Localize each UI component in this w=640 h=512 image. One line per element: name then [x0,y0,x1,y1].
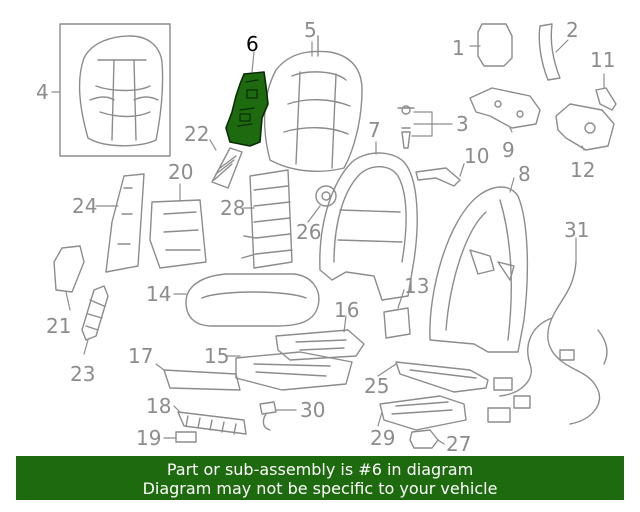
part-7-seatback-frame[interactable] [319,152,418,301]
callout-16: 16 [334,298,360,322]
part-23-mesh-panel[interactable] [81,285,109,341]
callout-22: 22 [184,122,210,146]
part-5-seatback-pad[interactable] [263,35,363,172]
callout-4: 4 [36,80,49,104]
callout-7: 7 [368,118,381,142]
part-29-rail[interactable] [379,395,467,431]
callout-26: 26 [296,220,322,244]
part-1-disc[interactable] [477,23,513,67]
part-25-track[interactable] [395,361,489,393]
callout-25: 25 [364,374,390,398]
callout-6: 6 [246,32,259,56]
part-4-seatback-cover[interactable] [59,23,171,157]
part-17-trim-panel[interactable] [163,369,241,391]
part-30-connector[interactable] [259,401,277,431]
part-13-pad[interactable] [383,307,411,339]
callout-9: 9 [502,138,515,162]
callout-27: 27 [446,432,472,456]
callout-31: 31 [564,218,590,242]
part-11-clip[interactable] [595,87,617,111]
callout-5: 5 [304,18,317,42]
part-15-cushion-base[interactable] [235,351,353,391]
part-2-guide[interactable] [538,23,561,81]
part-19-block[interactable] [175,431,197,443]
part-14-seat-cushion[interactable] [185,273,320,327]
callout-18: 18 [146,394,172,418]
callout-17: 17 [128,344,154,368]
part-16-seat-pan[interactable] [275,329,365,361]
part-8-back-panel[interactable] [429,186,529,353]
callout-30: 30 [300,398,326,422]
part-3-screws[interactable] [397,105,415,149]
callout-21: 21 [46,314,72,338]
part-28-spring-mat[interactable] [241,169,293,269]
callout-23: 23 [70,362,96,386]
part-27-motor[interactable] [409,429,439,449]
part-20-airbag-module[interactable] [149,199,207,269]
callout-3: 3 [456,112,469,136]
part-22-strap[interactable] [211,147,243,189]
callout-20: 20 [168,160,194,184]
callout-14: 14 [146,282,172,306]
banner-line-2: Diagram may not be specific to your vehi… [142,479,498,498]
part-26-ring[interactable] [315,185,337,207]
callout-19: 19 [136,426,162,450]
part-18-grille[interactable] [177,411,247,435]
part-12-bracket[interactable] [555,103,615,151]
info-banner: Part or sub-assembly is #6 in diagram Di… [16,456,624,500]
callout-29: 29 [370,426,396,450]
callout-24: 24 [72,194,98,218]
callout-11: 11 [590,48,616,72]
callout-15: 15 [204,344,230,368]
part-21-shield[interactable] [53,245,85,293]
banner-line-1: Part or sub-assembly is #6 in diagram [166,460,474,479]
part-10-bracket[interactable] [415,167,461,187]
callout-12: 12 [570,158,596,182]
leader-lines [51,39,605,445]
callout-2: 2 [566,18,579,42]
callout-8: 8 [518,162,531,186]
callout-28: 28 [220,196,246,220]
callout-13: 13 [404,274,430,298]
callout-1: 1 [452,36,465,60]
callout-10: 10 [464,144,490,168]
part-9-bracket[interactable] [469,87,541,129]
part-24-side-trim[interactable] [105,173,145,273]
part-31-harness[interactable] [487,261,608,425]
